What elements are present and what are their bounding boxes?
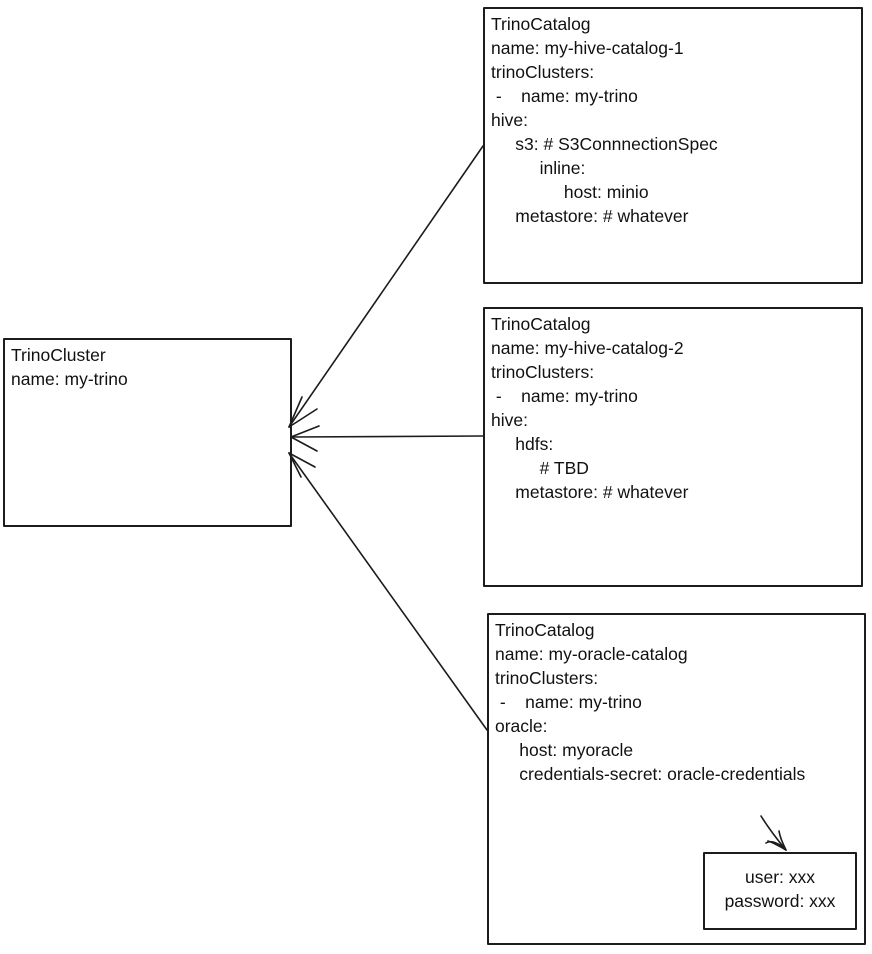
trino-cluster-text: TrinoCluster name: my-trino [11,345,128,389]
trino-catalog-hive-1-text: TrinoCatalog name: my-hive-catalog-1 tri… [491,14,718,226]
trino-catalog-oracle-box: TrinoCatalog name: my-oracle-catalog tri… [487,613,866,945]
oracle-credentials-secret-text: user: xxx password: xxx [724,867,836,911]
edge-hive1-to-cluster [288,145,484,428]
edge-hive2-to-cluster [290,425,484,452]
trino-cluster-box: TrinoCluster name: my-trino [3,338,292,527]
trino-catalog-hive-2-box: TrinoCatalog name: my-hive-catalog-2 tri… [483,307,863,587]
trino-catalog-hive-1-box: TrinoCatalog name: my-hive-catalog-1 tri… [483,7,863,284]
edge-oracle-to-cluster [288,452,488,731]
trino-catalog-oracle-text: TrinoCatalog name: my-oracle-catalog tri… [495,620,806,784]
trino-catalog-hive-2-text: TrinoCatalog name: my-hive-catalog-2 tri… [491,314,689,502]
oracle-credentials-secret-box: user: xxx password: xxx [703,852,857,930]
